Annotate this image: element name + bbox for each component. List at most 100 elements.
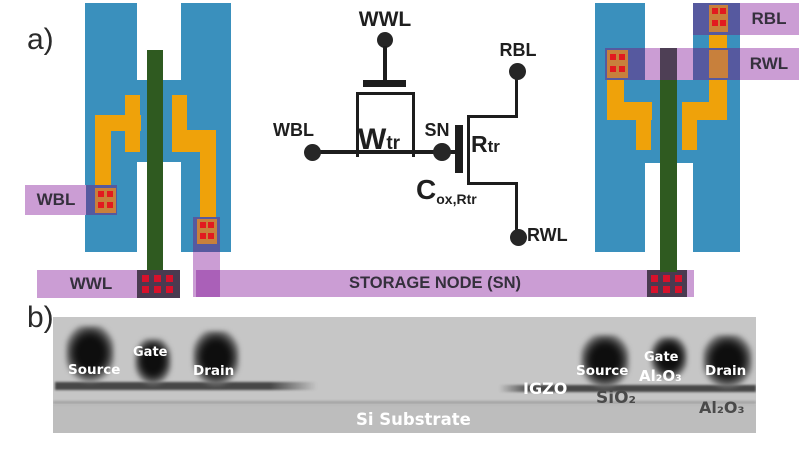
circuit-wbl-label: WBL (273, 120, 314, 140)
via-dot (154, 275, 161, 282)
via-dot (200, 222, 206, 228)
tem-source-left-label: Source (68, 362, 121, 378)
via-dot (663, 275, 670, 282)
via-dot (107, 191, 113, 197)
tem-substrate-region (53, 405, 756, 433)
tem-gate-right-blob (651, 337, 687, 385)
via-dot (619, 54, 625, 60)
tem-gate-right-label: Gate (644, 350, 679, 365)
panel-a-label: a) (27, 23, 54, 56)
tem-gate-left-label: Gate (133, 345, 168, 360)
via-dot (610, 54, 616, 60)
left-device-electrode-left-inner (125, 95, 140, 152)
circuit-rwl-terminal (510, 229, 527, 246)
circuit-wwl-label: WWL (358, 8, 412, 31)
circuit-cap-label: Cox,Rtr (416, 174, 477, 207)
via-dot (208, 233, 214, 239)
circuit-rbl-wire (515, 73, 518, 118)
circuit-rwl-wire (515, 184, 518, 232)
storage-node-bar (193, 270, 694, 297)
right-device-electrode-right-inner (682, 102, 697, 150)
via-dot (712, 8, 718, 14)
rwl-bar-over-yellow (709, 50, 728, 78)
rbl-metal-bar (740, 3, 799, 35)
circuit-sn-node (433, 143, 451, 161)
via-dot (200, 233, 206, 239)
tem-drain-right-label: Drain (705, 363, 747, 379)
circuit-rbl-label: RBL (499, 40, 537, 60)
storage-node-overlap (196, 270, 220, 297)
left-device-gate-pillar (147, 50, 163, 272)
via-dot (712, 20, 718, 26)
rwl-contact (607, 50, 628, 78)
via-dot (720, 20, 726, 26)
rwl-bar-segment (677, 48, 693, 80)
right-device-gate-pillar (660, 50, 677, 272)
via-dot (675, 286, 682, 293)
rwl-label: RWL (749, 54, 789, 73)
left-device-electrode-right-stem (200, 130, 216, 245)
via-dot (98, 202, 104, 208)
rwl-bar-over-gate (660, 48, 677, 80)
circuit-wtr-label-sub: tr (386, 133, 401, 154)
via-dot (610, 66, 616, 72)
via-dot (107, 202, 113, 208)
circuit-rtr-label: Rtr (471, 131, 500, 158)
circuit-rtr-drain-wire (467, 115, 518, 118)
tem-al2o3-gate-label: Al₂O₃ (639, 367, 682, 385)
circuit-wtr-gate-bar (363, 80, 406, 87)
via-dot (154, 286, 161, 293)
tem-drain-right-blob (703, 335, 752, 395)
rbl-label: RBL (751, 9, 787, 28)
tem-source-left-blob (66, 326, 114, 390)
tem-drain-left-label: Drain (193, 363, 235, 379)
tem-gate-left-blob (135, 339, 171, 391)
sn-via-contact (197, 219, 217, 244)
via-dot (651, 286, 658, 293)
circuit-wtr-body (356, 92, 415, 157)
circuit-sn-label: SN (424, 120, 450, 140)
circuit-rwl-label: RWL (527, 225, 568, 245)
via-dot (166, 275, 173, 282)
tem-al2o3-drain-label: Al₂O₃ (699, 398, 745, 417)
tem-substrate-interface (53, 401, 756, 404)
via-dot (619, 66, 625, 72)
circuit-rbl-terminal (509, 63, 526, 80)
circuit-wbl-terminal (304, 144, 321, 161)
circuit-rtr-channel (467, 115, 470, 185)
wwl-gate-contact (137, 270, 180, 298)
circuit-sn-wire (312, 150, 459, 154)
tem-drain-left-blob (193, 331, 239, 393)
circuit-wtr-label-main: W (358, 123, 387, 156)
tem-micrograph: Source Gate Drain IGZO Source SiO₂ Gate … (53, 317, 756, 433)
via-dot (142, 275, 149, 282)
storage-node-label: STORAGE NODE (SN) (348, 274, 522, 292)
circuit-cap-label-sub: ox,Rtr (436, 190, 477, 207)
right-device-electrode-left-inner (636, 102, 651, 150)
wbl-label: WBL (36, 190, 76, 209)
panel-b-label: b) (27, 301, 54, 334)
via-dot (208, 222, 214, 228)
circuit-rtr-label-main: R (471, 131, 488, 157)
circuit-rtr-source-wire (467, 182, 518, 185)
wwl-label: WWL (69, 274, 113, 293)
circuit-wwl-terminal (377, 32, 393, 48)
circuit-rtr-label-sub: tr (487, 137, 500, 156)
circuit-wwl-wire (383, 46, 387, 82)
via-dot (98, 191, 104, 197)
rwl-metal-bar (740, 48, 799, 80)
circuit-rtr-gate-bar (455, 125, 463, 173)
via-dot (720, 8, 726, 14)
storage-node-gate-contact (647, 270, 687, 297)
via-dot (166, 286, 173, 293)
tem-sio2-label: SiO₂ (596, 388, 636, 408)
via-dot (663, 286, 670, 293)
tem-source-right-blob (581, 335, 629, 395)
tem-substrate-label: Si Substrate (356, 410, 471, 429)
via-dot (142, 286, 149, 293)
tem-channel-film-left (55, 382, 317, 390)
circuit-wtr-label: Wtr (358, 123, 400, 157)
tem-source-right-label: Source (576, 363, 629, 379)
rbl-contact (709, 5, 728, 32)
